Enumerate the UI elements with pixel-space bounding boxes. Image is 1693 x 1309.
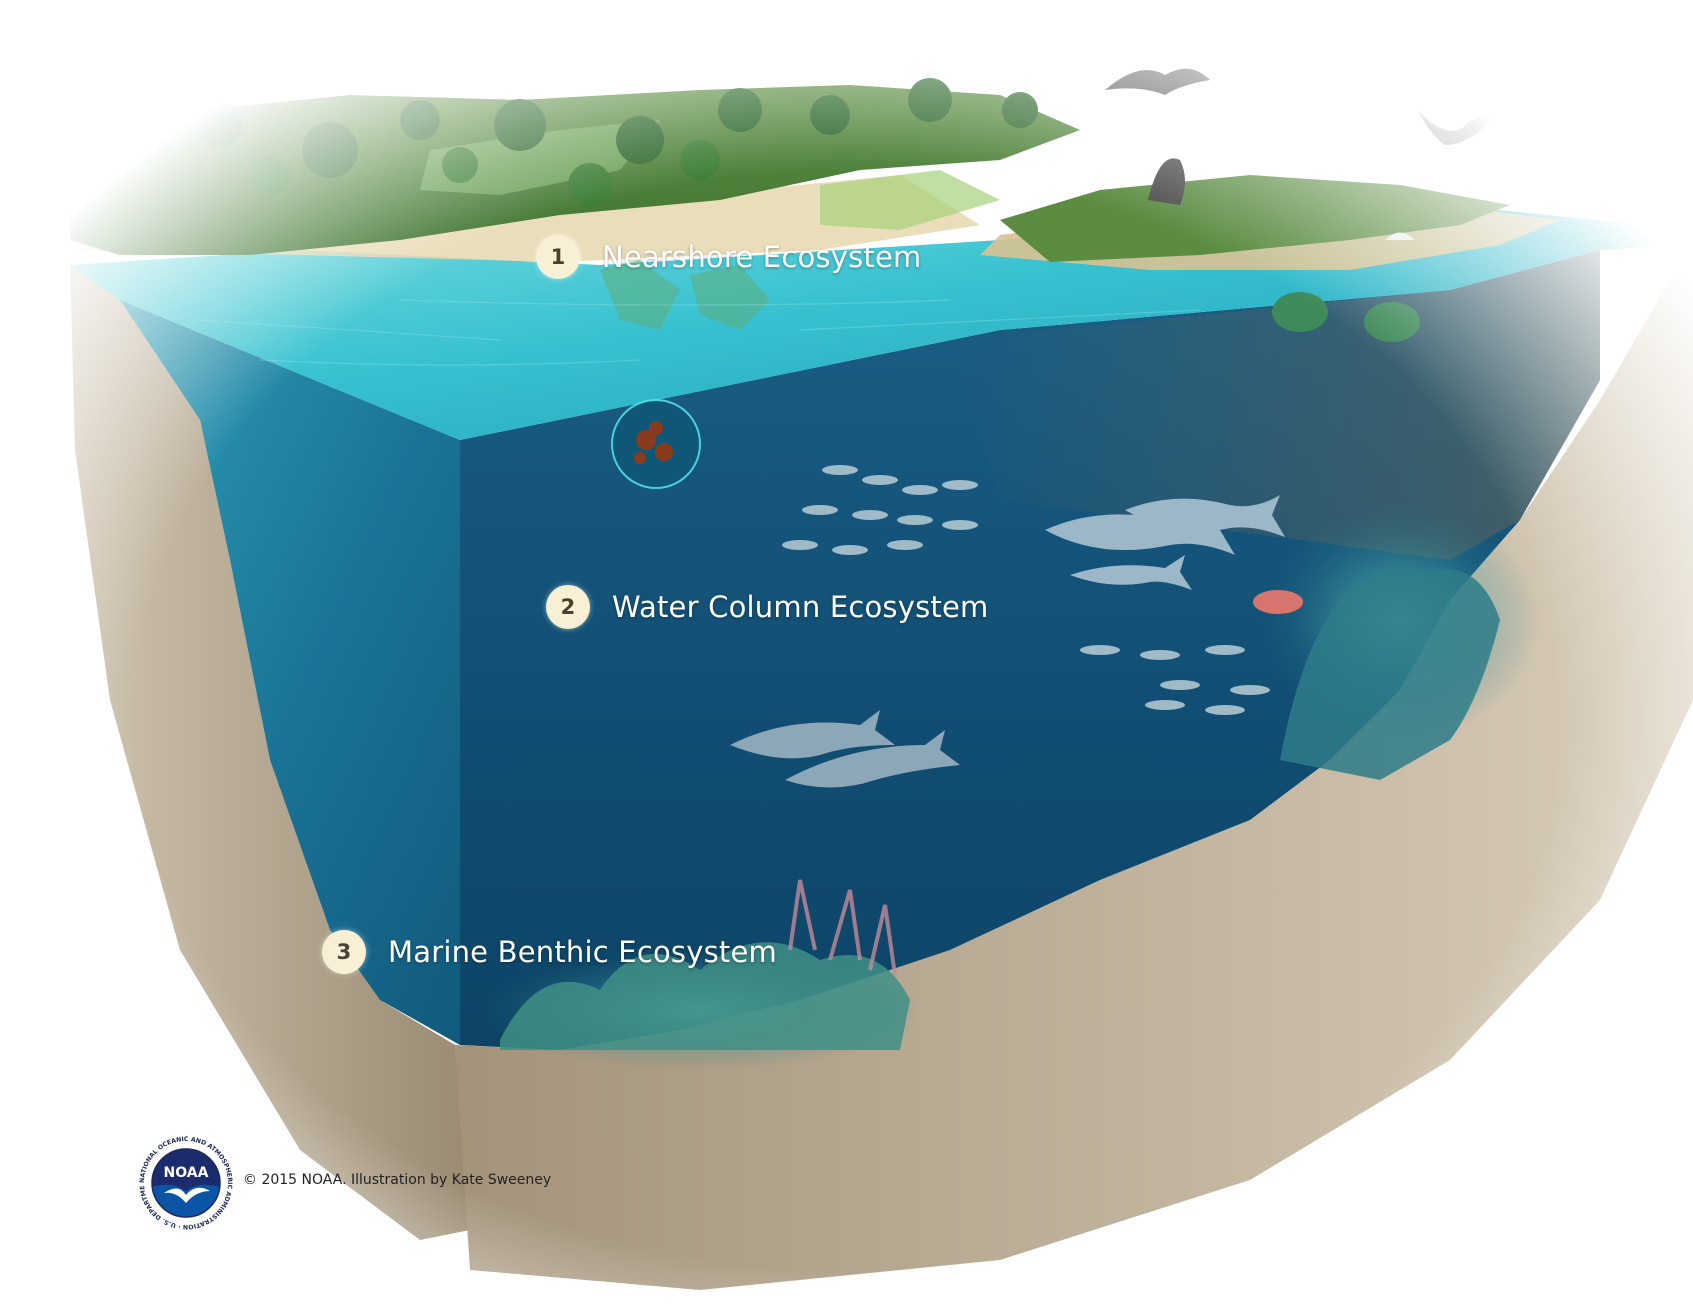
label-text: Nearshore Ecosystem	[602, 240, 922, 274]
noaa-wordmark: NOAA	[164, 1165, 209, 1181]
label-water-column-ecosystem: 2 Water Column Ecosystem	[546, 585, 988, 629]
copyright-credit: © 2015 NOAA. Illustration by Kate Sweene…	[243, 1172, 552, 1188]
label-marine-benthic-ecosystem: 3 Marine Benthic Ecosystem	[322, 930, 777, 974]
label-text: Water Column Ecosystem	[612, 590, 989, 624]
label-number-badge: 3	[322, 930, 366, 974]
label-number-badge: 2	[546, 585, 590, 629]
label-text: Marine Benthic Ecosystem	[388, 935, 777, 969]
noaa-logo: NATIONAL OCEANIC AND ATMOSPHERIC ADMINIS…	[134, 1131, 236, 1233]
label-nearshore-ecosystem: 1 Nearshore Ecosystem	[536, 235, 921, 279]
label-number-badge: 1	[536, 235, 580, 279]
